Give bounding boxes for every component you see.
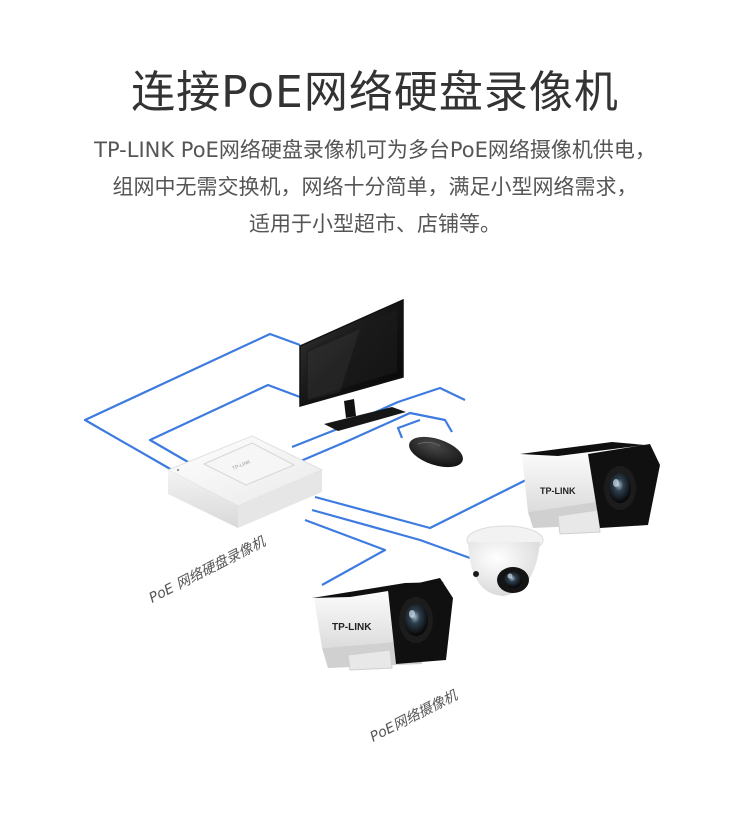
page-title: 连接PoE网络硬盘录像机 [131, 67, 619, 118]
cable-nvr-monitor-inner [148, 383, 301, 463]
description: TP-LINK PoE网络硬盘录像机可为多台PoE网络摄像机供电， 组网中无需交… [0, 132, 750, 243]
cable-nvr-bullet-left [304, 518, 387, 586]
description-line-2: 组网中无需交换机，网络十分简单，满足小型网络需求， [112, 175, 638, 199]
camera-brand-left: TP-LINK [332, 622, 372, 633]
nvr-device: TP-LINK [166, 435, 324, 528]
bullet-camera-right: TP-LINK [520, 442, 660, 535]
nvr-label: PoE 网络硬盘录像机 [147, 534, 269, 607]
monitor [299, 298, 406, 431]
cameras-label: PoE网络摄像机 [368, 687, 462, 745]
cable-nvr-dome [311, 508, 471, 560]
description-line-3: 适用于小型超市、店铺等。 [249, 212, 501, 236]
cable-mouse-loop [396, 418, 421, 439]
cable-nvr-mouse-2 [295, 411, 453, 465]
dome-camera [466, 525, 544, 596]
cable-nvr-mouse-1 [291, 386, 466, 449]
mouse [409, 436, 463, 468]
network-cables [83, 332, 531, 586]
cable-nvr-monitor-outer [83, 332, 301, 471]
cable-nvr-bullet-right [314, 477, 531, 530]
bullet-camera-left: TP-LINK [312, 578, 453, 671]
description-line-1: TP-LINK PoE网络硬盘录像机可为多台PoE网络摄像机供电， [94, 138, 656, 162]
camera-brand-right: TP-LINK [540, 486, 576, 496]
